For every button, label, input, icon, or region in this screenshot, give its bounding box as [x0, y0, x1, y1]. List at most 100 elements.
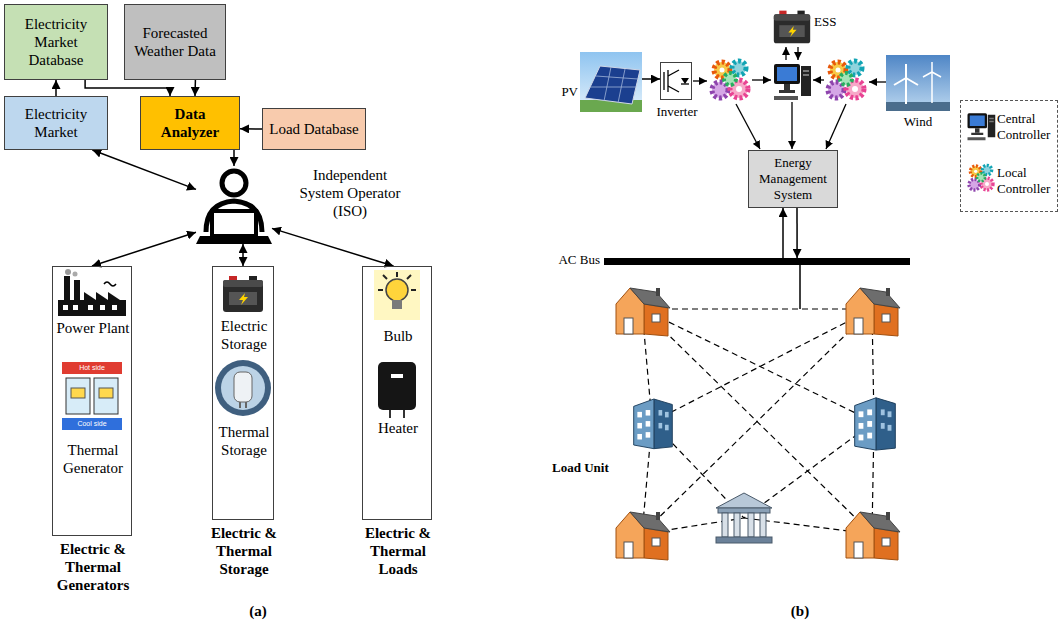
node-text: Electric & Thermal Storage [199, 524, 289, 578]
generator-group: Power PlantThermal GeneratorElectric & T… [52, 266, 132, 536]
icon-text: Hot side [62, 362, 122, 374]
pv-panel-picture [580, 52, 642, 112]
control-wire [869, 81, 886, 82]
pv-panel-picture [585, 66, 640, 104]
load-unit-icon [846, 288, 900, 336]
node-text: Energy Management System [753, 155, 833, 203]
database-box: Electricity Market Database [4, 4, 108, 80]
node-text: ESS [814, 14, 848, 30]
wind-picture [894, 64, 918, 104]
central-controller-icon [774, 64, 811, 100]
node-text: Wind [886, 114, 950, 130]
thermal-storage-icon [221, 366, 265, 410]
wind-picture [894, 78, 906, 85]
inverter-symbol [668, 70, 679, 76]
node-text: Electric & Thermal Loads [353, 524, 443, 578]
power-plant-icon [65, 269, 71, 275]
bulb-icon [378, 272, 416, 290]
power-plant-icon [104, 282, 116, 286]
connector [194, 80, 196, 96]
power-plant-icon [63, 305, 68, 310]
inverter-symbol [681, 83, 689, 84]
bus-drop [799, 265, 801, 309]
group-label: Load Unit [552, 460, 624, 476]
load-unit-icon [716, 493, 772, 543]
operator-icon [222, 171, 246, 195]
wind-picture [931, 62, 933, 72]
panel-label: (b) [778, 602, 822, 620]
pv-node: PV [580, 52, 642, 112]
inverter-symbol [668, 86, 679, 92]
control-wire [797, 47, 798, 60]
bulb-icon [374, 270, 420, 320]
control-wire [785, 47, 786, 60]
inverter-symbol [664, 70, 679, 92]
mesh-link [642, 309, 874, 422]
ac-bus: AC Bus [604, 258, 910, 265]
legend-icon [968, 113, 996, 190]
node-text: AC Bus [552, 252, 600, 268]
load-group: BulbHeaterElectric & Thermal Loads [362, 266, 432, 520]
bulb-icon [383, 275, 387, 279]
bulb-icon [396, 272, 398, 277]
ess-node: ESS [772, 10, 812, 46]
thermal-generator-icon [66, 378, 90, 414]
bus-drop [800, 265, 801, 309]
legend-text: Local Controller [997, 165, 1057, 197]
thermal-generator-icon [62, 418, 122, 430]
thermal-generator-icon [71, 388, 85, 398]
inverter-symbol [681, 78, 689, 84]
control-wire [826, 104, 846, 149]
heater-icon [391, 374, 403, 378]
node-text: PV [554, 84, 578, 100]
thermal-storage-icon [215, 360, 271, 416]
node-text: Heater [363, 419, 433, 437]
power-plant-icon [88, 305, 93, 310]
node-text: Load Database [269, 120, 359, 138]
power-plant-icon [100, 305, 105, 310]
control-wire [791, 102, 792, 149]
thermal-generator-icon [62, 362, 122, 374]
legend-text: Central Controller [997, 111, 1057, 143]
control-wire [693, 47, 886, 149]
connector [233, 150, 235, 166]
control-wire [736, 104, 760, 149]
connector [85, 80, 170, 96]
heater-icon [389, 410, 391, 418]
local-controller-icon [712, 61, 748, 98]
legend-box: Central ControllerLocal Controller [960, 100, 1058, 212]
node-text: Electricity Market Database [9, 15, 103, 69]
mesh-link [642, 308, 872, 309]
load-unit-icon [616, 288, 670, 336]
storage-group: Electric StorageThermal StorageElectric … [212, 266, 274, 520]
pv-panel-picture [590, 67, 638, 103]
bulb-icon [378, 289, 383, 291]
bulb-icon [392, 300, 402, 309]
power-plant-icon [58, 269, 126, 316]
power-plant-icon [64, 276, 70, 302]
operator-node: Independent System Operator (ISO) [196, 166, 272, 244]
power-plant-icon [73, 305, 78, 310]
wind-picture [886, 55, 950, 111]
bulb-icon [374, 270, 420, 320]
legend-icon [969, 165, 993, 190]
control-wire [813, 79, 824, 80]
node-text: Inverter [645, 104, 709, 120]
operator-icon [196, 236, 272, 244]
inverter-symbol [664, 70, 689, 92]
control-wire [752, 79, 771, 80]
central-controller-icon [774, 64, 811, 100]
ess-icon [774, 11, 810, 44]
node-text: Thermal Storage [213, 423, 275, 459]
connector [782, 208, 784, 258]
battery-icon [223, 276, 263, 312]
inverter-box: Inverter [660, 62, 692, 100]
connector [242, 244, 244, 266]
market-box: Electricity Market [4, 96, 108, 150]
panel-label: (a) [236, 602, 280, 620]
connector [55, 80, 57, 96]
connector [92, 150, 196, 189]
thermal-storage-icon [239, 402, 241, 408]
connector [642, 78, 660, 80]
